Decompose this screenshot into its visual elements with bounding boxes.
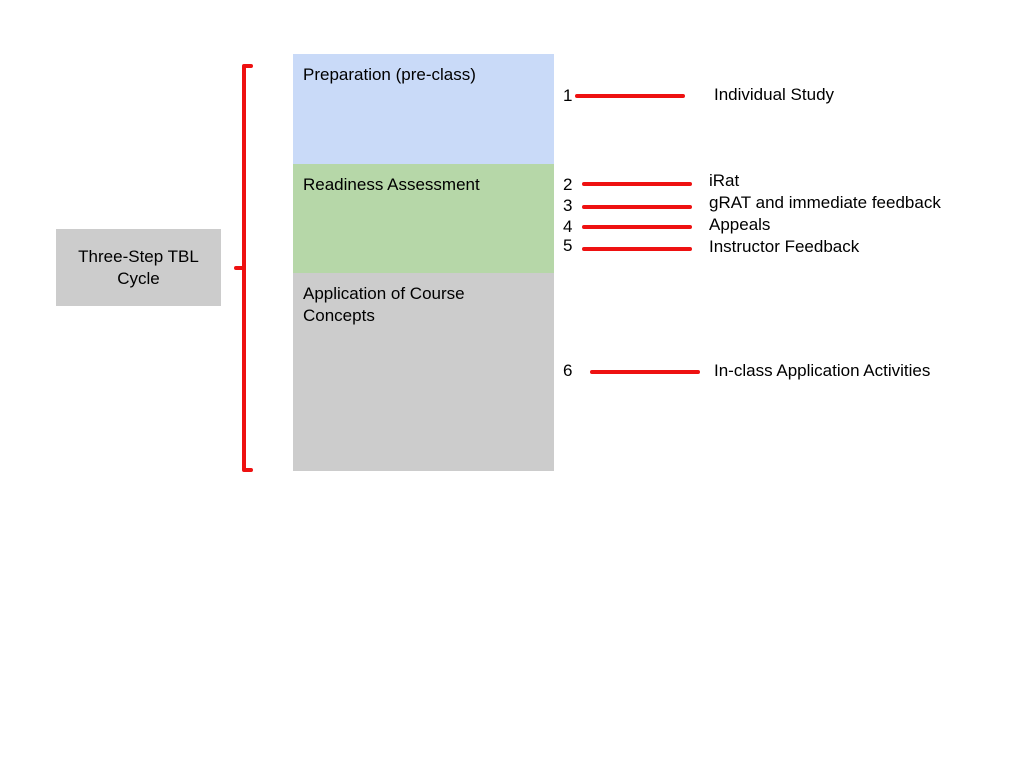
tbl-cycle-box: Three-Step TBL Cycle [56,229,221,306]
step-4-connector [582,225,692,229]
step-6-text: In-class Application Activities [714,361,931,380]
step-1-number: 1 [563,86,573,105]
step-1-text: Individual Study [714,85,835,104]
step-5-text: Instructor Feedback [709,237,860,256]
step-3-number: 3 [563,196,573,215]
step-2-connector [582,182,692,186]
phase-preparation-label: Preparation (pre-class) [303,65,476,84]
step-5-connector [582,247,692,251]
step-3-text: gRAT and immediate feedback [709,193,941,212]
step-4-number: 4 [563,217,573,236]
step-1-connector [575,94,685,98]
tbl-cycle-label: Three-Step TBL Cycle [78,246,199,288]
phase-application-label: Application of Course Concepts [303,284,465,325]
phase-preparation: Preparation (pre-class) [293,54,554,164]
step-3-connector [582,205,692,209]
step-2-number: 2 [563,175,573,194]
phase-readiness-label: Readiness Assessment [303,175,480,194]
phase-application: Application of Course Concepts [293,273,554,471]
cycle-bracket-path [234,64,253,472]
step-4-text: Appeals [709,215,771,234]
step-6-connector [590,370,700,374]
step-2-text: iRat [709,171,740,190]
step-5-number: 5 [563,236,573,255]
phase-readiness-assessment: Readiness Assessment [293,164,554,273]
step-6-number: 6 [563,361,573,380]
